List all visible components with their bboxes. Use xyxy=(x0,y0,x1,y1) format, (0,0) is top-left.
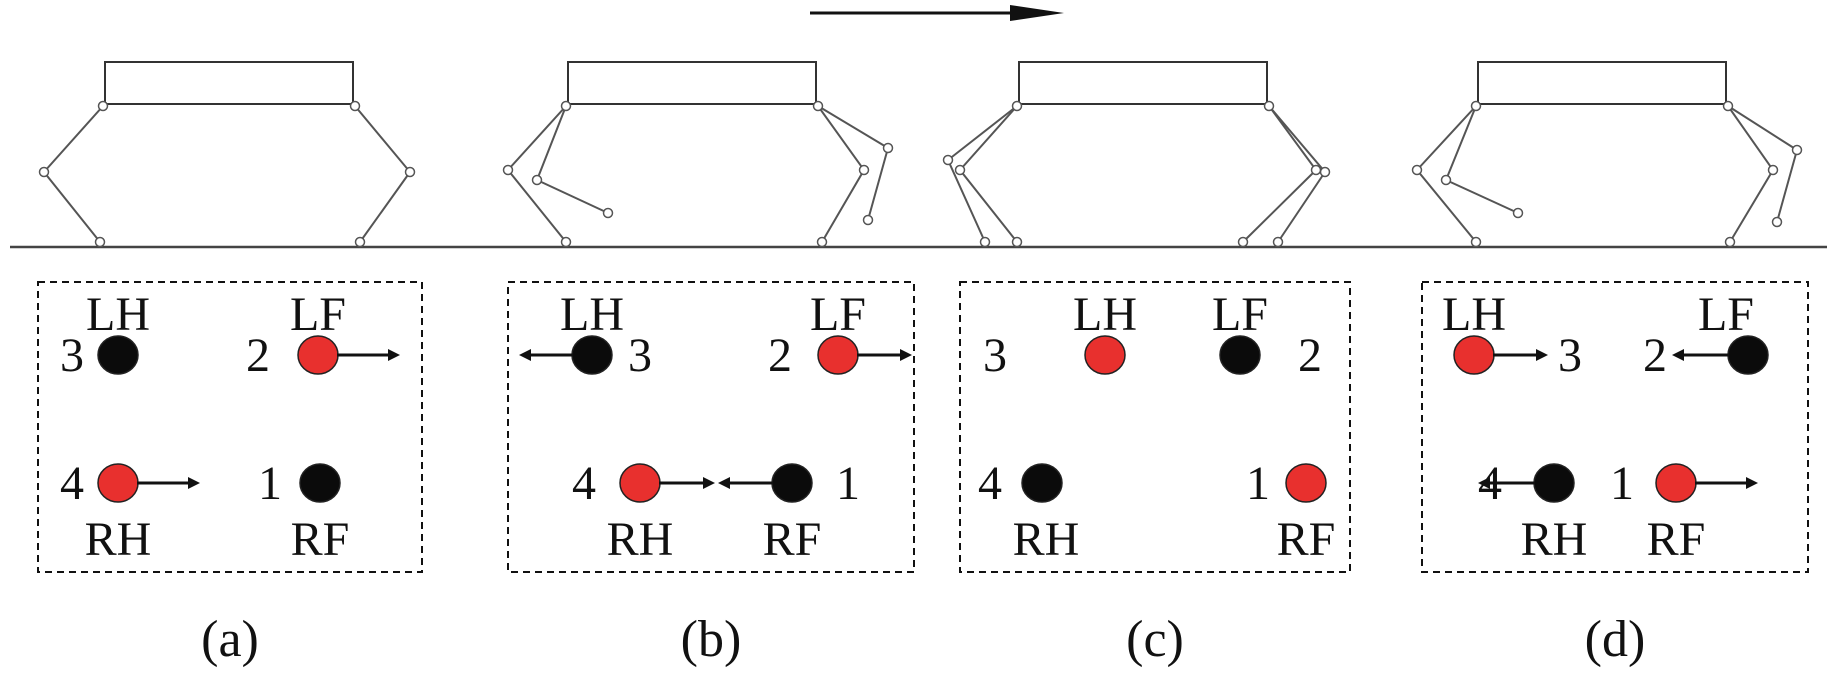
arrow-left-icon xyxy=(519,349,573,361)
foot-rh-stance xyxy=(1021,463,1063,503)
foot-number-2: 2 xyxy=(768,329,792,382)
foot-number-3: 3 xyxy=(1558,329,1582,382)
leg-label-rf: RF xyxy=(1277,513,1336,566)
leg-label-rh: RH xyxy=(1013,513,1080,566)
leg-label-lf: LF xyxy=(1212,288,1268,341)
leg-label-lh: LH xyxy=(86,288,150,341)
panel-caption: (b) xyxy=(681,611,742,668)
leg-label-lh: LH xyxy=(1442,288,1506,341)
direction-arrow xyxy=(810,5,1064,21)
foot-lh-stance xyxy=(571,335,613,375)
arrow-right-icon xyxy=(337,349,400,361)
foot-number-3: 3 xyxy=(628,329,652,382)
leg-label-lh: LH xyxy=(1073,288,1137,341)
arrow-left-icon xyxy=(718,477,773,489)
panel-frame xyxy=(37,281,423,573)
foot-number-2: 2 xyxy=(1298,329,1322,382)
leg-label-lf: LF xyxy=(290,288,346,341)
foot-number-1: 1 xyxy=(1610,457,1634,510)
foot-number-1: 1 xyxy=(1246,457,1270,510)
foot-rf-stance xyxy=(771,463,813,503)
foot-rf-swing xyxy=(1655,463,1697,503)
foot-lh-stance xyxy=(97,335,139,375)
panel-caption: (a) xyxy=(201,611,259,668)
foot-number-4: 4 xyxy=(572,457,596,510)
panel-caption: (d) xyxy=(1585,611,1646,668)
arrow-left-icon xyxy=(1672,349,1729,361)
foot-lf-stance xyxy=(1219,335,1261,375)
leg-label-lf: LF xyxy=(1698,288,1754,341)
arrow-right-icon xyxy=(1695,477,1758,489)
panel-caption: (c) xyxy=(1126,611,1184,668)
foot-number-2: 2 xyxy=(246,329,270,382)
panel-frame xyxy=(959,281,1351,573)
foot-rh-swing xyxy=(97,463,139,503)
foot-number-3: 3 xyxy=(60,329,84,382)
foot-number-4: 4 xyxy=(60,457,84,510)
foot-lf-stance xyxy=(1727,335,1769,375)
leg-label-lf: LF xyxy=(810,288,866,341)
arrow-left-icon xyxy=(1478,477,1535,489)
foot-number-4: 4 xyxy=(978,457,1002,510)
leg-label-rf: RF xyxy=(291,513,350,566)
foot-number-2: 2 xyxy=(1643,329,1667,382)
arrow-right-icon xyxy=(137,477,200,489)
leg-label-lh: LH xyxy=(560,288,624,341)
robot-figure-a xyxy=(38,61,416,248)
arrow-right-icon xyxy=(659,477,715,489)
robot-figure-d xyxy=(1411,61,1803,248)
foot-lh-swing xyxy=(1084,335,1126,375)
arrow-right-icon xyxy=(1493,349,1548,361)
foot-rf-stance xyxy=(299,463,341,503)
foothold-panels: LH3LF2RH4RF1(a)LH3LF2RH4RF1(b)LH3LF2RH4R… xyxy=(37,281,1809,668)
foot-number-1: 1 xyxy=(836,457,860,510)
foot-number-1: 1 xyxy=(258,457,282,510)
foot-lh-swing xyxy=(1453,335,1495,375)
leg-label-rf: RF xyxy=(763,513,822,566)
arrow-right-icon xyxy=(857,349,912,361)
panel-frame xyxy=(1421,281,1809,573)
leg-label-rh: RH xyxy=(607,513,674,566)
leg-label-rh: RH xyxy=(85,513,152,566)
foot-rh-stance xyxy=(1533,463,1575,503)
leg-label-rf: RF xyxy=(1647,513,1706,566)
robot-figure-b xyxy=(502,61,894,248)
foot-number-3: 3 xyxy=(983,329,1007,382)
foot-rf-swing xyxy=(1285,463,1327,503)
foot-rh-swing xyxy=(619,463,661,503)
foot-lf-swing xyxy=(817,335,859,375)
robot-figure-c xyxy=(942,61,1331,248)
foot-lf-swing xyxy=(297,335,339,375)
leg-label-rh: RH xyxy=(1521,513,1588,566)
